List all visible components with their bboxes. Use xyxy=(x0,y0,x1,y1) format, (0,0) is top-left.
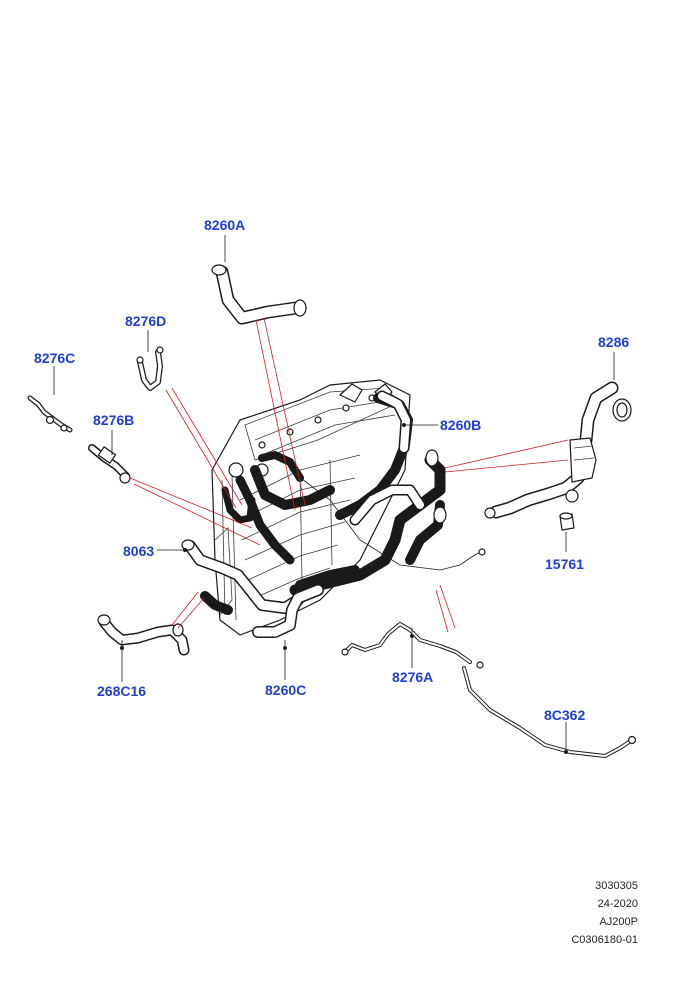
hose-8260C xyxy=(200,565,360,638)
callout-8260A[interactable]: 8260A xyxy=(204,217,246,233)
callout-8C362[interactable]: 8C362 xyxy=(544,707,586,723)
hose-8286 xyxy=(484,381,632,519)
callout-8276A[interactable]: 8276A xyxy=(392,669,434,685)
wire-harness xyxy=(289,469,486,571)
pipe-8276C xyxy=(27,395,73,433)
hose-268C16 xyxy=(97,614,190,656)
pipe-8276A xyxy=(341,622,484,669)
callout-8276B[interactable]: 8276B xyxy=(93,412,135,428)
callout-8063[interactable]: 8063 xyxy=(123,543,155,559)
callout-8276D[interactable]: 8276D xyxy=(125,313,167,329)
reference-model: AJ200P xyxy=(599,916,638,928)
engine-assembly xyxy=(211,379,411,636)
hose-8260B xyxy=(349,390,426,526)
hose-8063 xyxy=(181,539,304,614)
callout-15761[interactable]: 15761 xyxy=(545,556,584,572)
callout-8260C[interactable]: 8260C xyxy=(265,682,307,698)
hose-8260A xyxy=(211,264,307,325)
callout-8286[interactable]: 8286 xyxy=(598,334,630,350)
hose-8276D xyxy=(136,346,164,391)
part-15761 xyxy=(559,512,575,531)
connector-8276B xyxy=(88,444,131,484)
reference-date: 24-2020 xyxy=(597,898,638,910)
leader-lines xyxy=(53,235,615,754)
pipe-8C362 xyxy=(462,666,637,758)
callout-8260B[interactable]: 8260B xyxy=(440,417,482,433)
reference-illustration-id: C0306180-01 xyxy=(571,934,638,946)
callout-268C16[interactable]: 268C16 xyxy=(97,683,147,699)
reference-number: 3030305 xyxy=(595,880,638,892)
callout-8276C[interactable]: 8276C xyxy=(34,350,76,366)
